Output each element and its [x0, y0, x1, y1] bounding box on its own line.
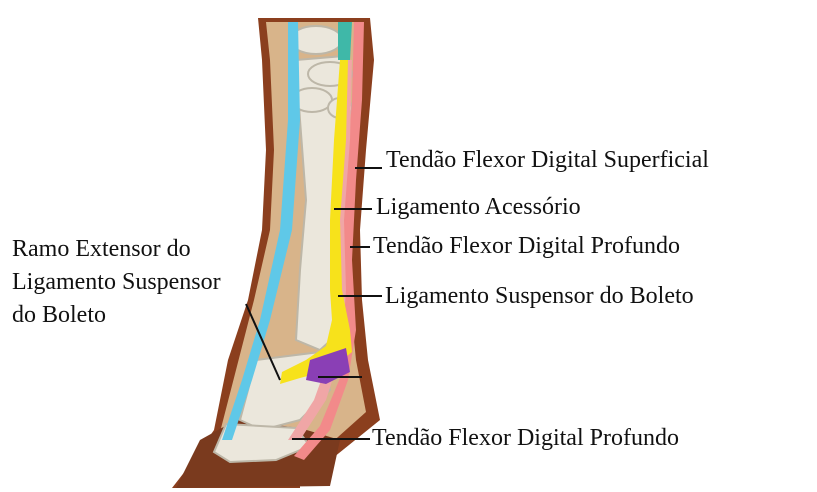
label-ramo-extensor: Ramo Extensor do Ligamento Suspensor do …	[12, 233, 221, 332]
label-tendao-flexor-digital-superficial: Tendão Flexor Digital Superficial	[386, 146, 709, 174]
accessory-ligament-band	[338, 22, 352, 60]
label-ramo-extensor-line3: do Boleto	[12, 299, 221, 332]
label-ramo-extensor-line1: Ramo Extensor do	[12, 233, 221, 266]
label-ramo-extensor-line2: Ligamento Suspensor	[12, 266, 221, 299]
label-tendao-flexor-digital-profundo-lower: Tendão Flexor Digital Profundo	[372, 424, 679, 452]
label-tendao-flexor-digital-profundo-upper: Tendão Flexor Digital Profundo	[373, 232, 680, 260]
label-ligamento-suspensor-do-boleto: Ligamento Suspensor do Boleto	[385, 282, 694, 310]
label-ligamento-acessorio: Ligamento Acessório	[376, 193, 581, 221]
